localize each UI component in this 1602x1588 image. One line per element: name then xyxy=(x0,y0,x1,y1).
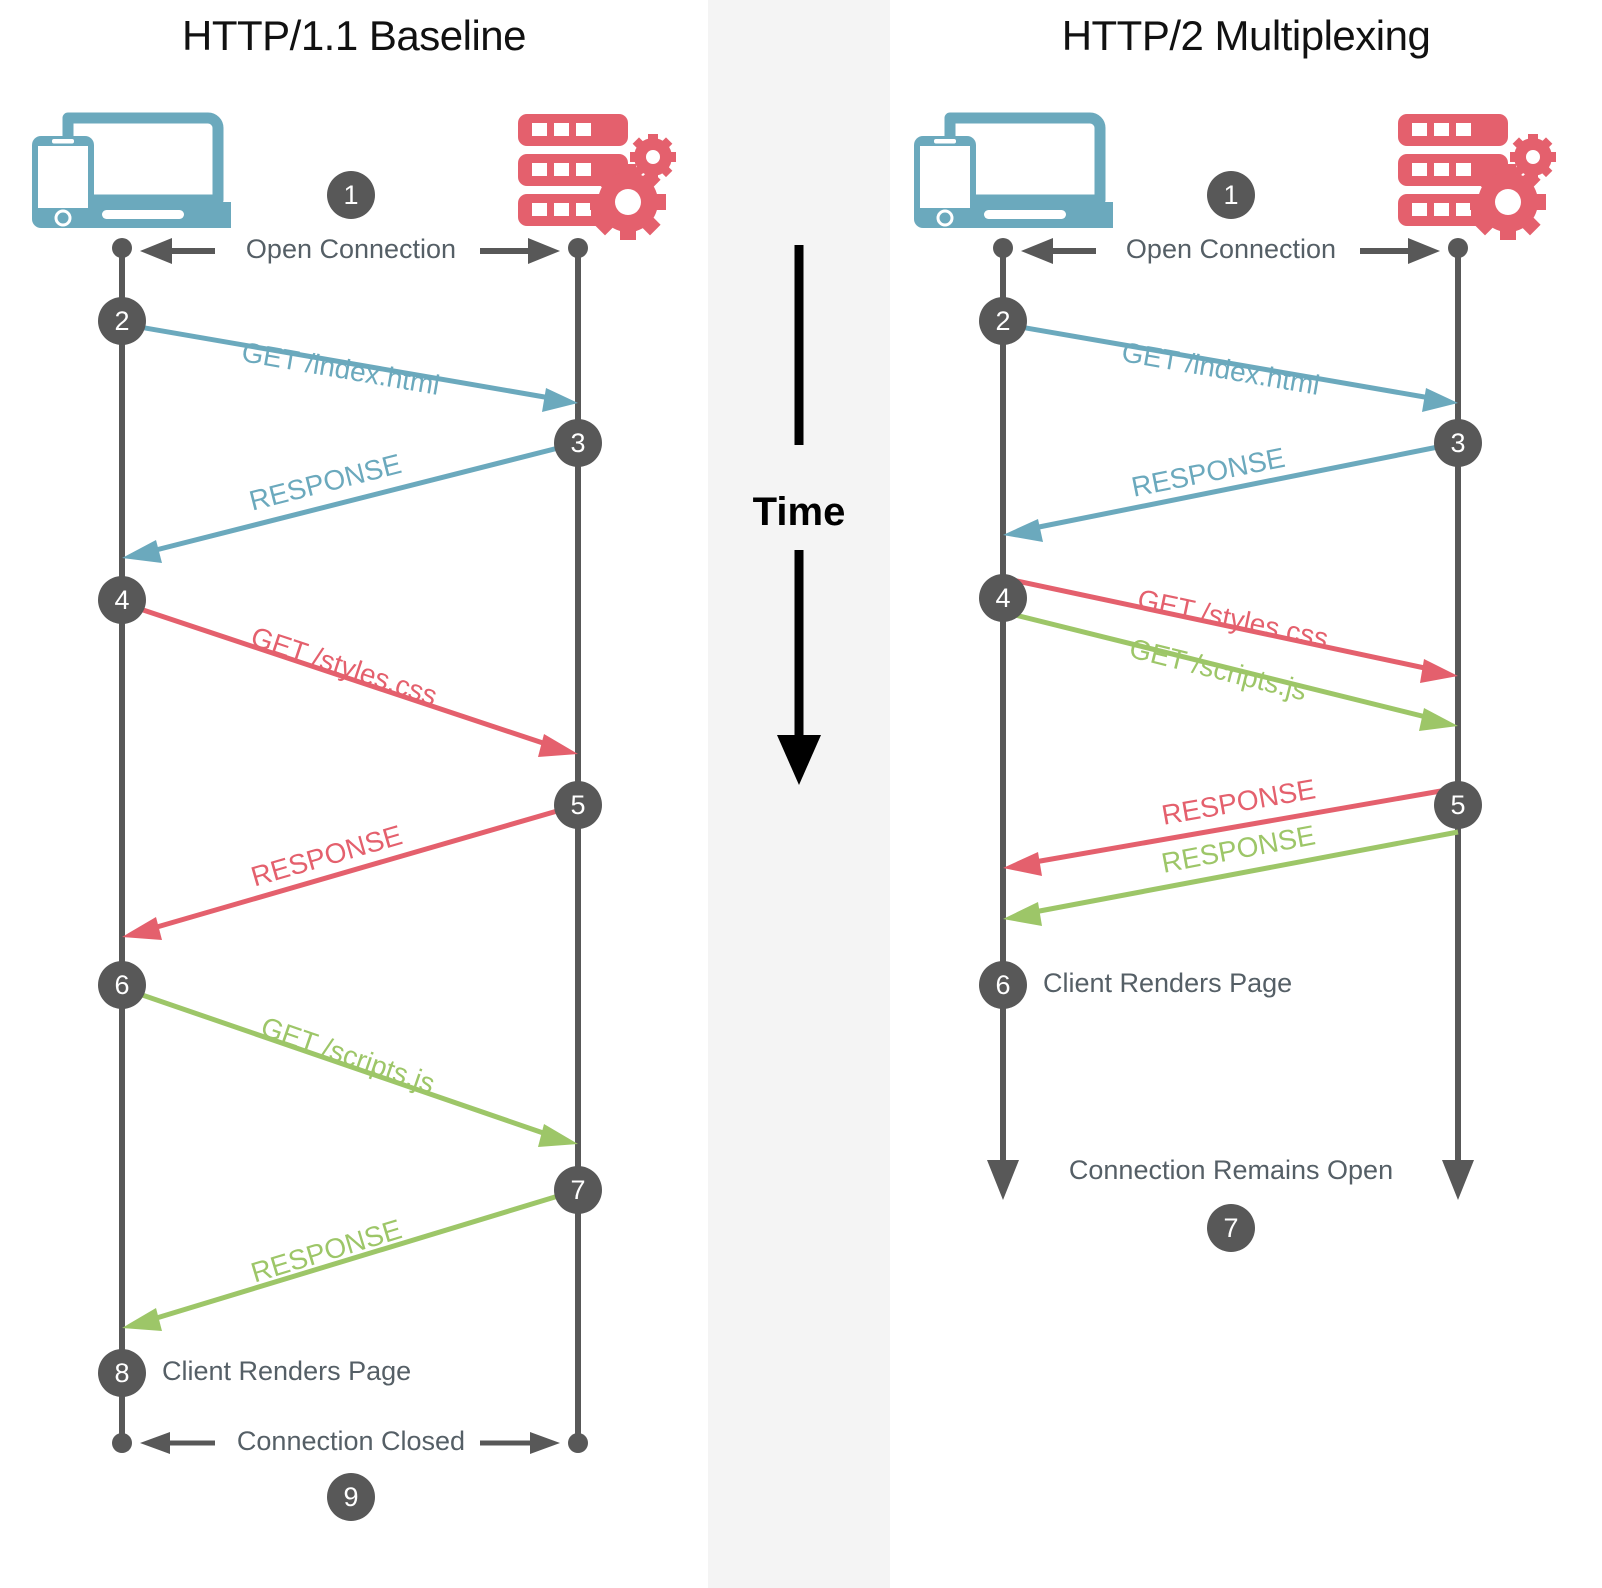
step-badge-7-http2: 7 xyxy=(1207,1204,1255,1252)
step-badge-5-http2: 5 xyxy=(1434,781,1482,829)
step-badge-3-http2: 3 xyxy=(1434,419,1482,467)
panel-title-http11: HTTP/1.1 Baseline xyxy=(182,12,527,59)
step-badge-7-http11: 7 xyxy=(554,1166,602,1214)
step-badge-6-http11: 6 xyxy=(98,961,146,1009)
sequence-lines-http2 xyxy=(987,238,1474,1200)
step-badge-1-http2: 1 xyxy=(1207,171,1255,219)
client-renders-page-label-http2: Client Renders Page xyxy=(1043,968,1293,998)
step-badge-9-http11: 9 xyxy=(327,1473,375,1521)
panel-http2: HTTP/2 Multiplexing xyxy=(890,0,1602,1588)
time-axis-label: Time xyxy=(752,490,846,534)
panel-title-http2: HTTP/2 Multiplexing xyxy=(1061,12,1431,59)
step-badge-6-http2: 6 xyxy=(979,961,1027,1009)
step-badge-3-http11: 3 xyxy=(554,419,602,467)
server-gears-icon xyxy=(1398,114,1556,240)
step-badge-5-http11: 5 xyxy=(554,781,602,829)
connection-closed-label-http11: Connection Closed xyxy=(236,1426,466,1456)
step-badge-2-http2: 2 xyxy=(979,297,1027,345)
step-badge-2-http11: 2 xyxy=(98,297,146,345)
open-connection-label-http11: Open Connection xyxy=(245,234,457,264)
connection-remains-open-label-http2: Connection Remains Open xyxy=(1068,1155,1394,1185)
step-badge-1-http11: 1 xyxy=(327,171,375,219)
step-badge-4-http11: 4 xyxy=(98,576,146,624)
step-badge-4-http2: 4 xyxy=(979,574,1027,622)
client-renders-page-label-http11: Client Renders Page xyxy=(162,1356,412,1386)
server-gears-icon xyxy=(518,114,676,240)
open-connection-label-http2: Open Connection xyxy=(1125,234,1337,264)
step-badge-8-http11: 8 xyxy=(98,1349,146,1397)
client-devices-icon xyxy=(914,112,1113,228)
panel-http11: HTTP/1.1 Baseline xyxy=(0,0,708,1588)
client-devices-icon xyxy=(32,112,231,228)
